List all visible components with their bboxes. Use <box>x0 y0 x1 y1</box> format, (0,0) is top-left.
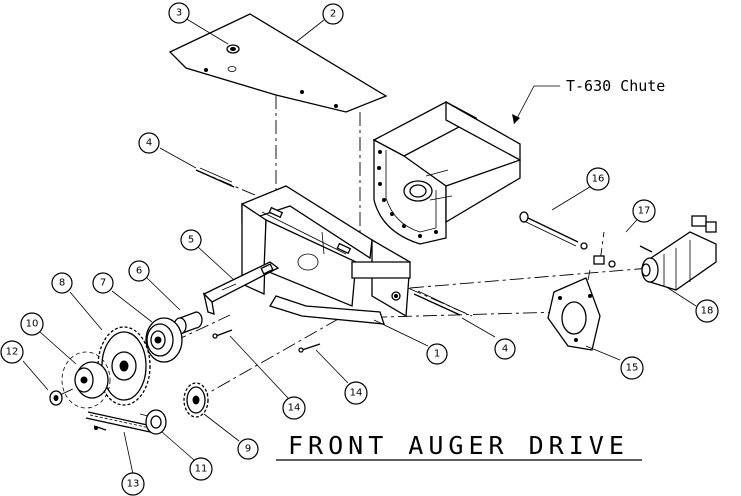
cover-plate <box>168 13 388 113</box>
hydraulic-motor <box>639 215 717 291</box>
balloon-17-label: 17 <box>638 206 651 217</box>
balloon-6: 6 <box>128 260 150 282</box>
adjusting-bolt <box>519 211 588 250</box>
balloon-5: 5 <box>180 229 202 251</box>
balloon-4-lower: 4 <box>494 338 516 360</box>
balloon-6-label: 6 <box>136 266 142 277</box>
balloon-18-label: 18 <box>701 306 714 317</box>
balloon-9-label: 9 <box>245 444 251 455</box>
balloon-14-upper-label: 14 <box>288 403 301 414</box>
auger-frame <box>241 185 411 325</box>
balloon-5-label: 5 <box>188 235 194 246</box>
flange-bearing <box>145 317 183 363</box>
balloon-13-label: 13 <box>127 479 140 490</box>
balloon-10: 10 <box>20 312 44 336</box>
balloon-2-label: 2 <box>330 9 336 20</box>
balloon-13: 13 <box>121 472 145 496</box>
balloon-16: 16 <box>586 167 610 191</box>
balloon-4-lower-label: 4 <box>502 344 508 355</box>
bolt-14-upper <box>212 329 233 339</box>
large-sprocket <box>97 326 151 406</box>
balloon-14-lower: 14 <box>344 381 368 405</box>
motor-mount-plate <box>547 277 601 351</box>
balloon-1: 1 <box>426 343 448 365</box>
balloon-4-upper-label: 4 <box>146 138 152 149</box>
small-sprocket <box>183 382 209 418</box>
drawing-title-text: FRONT AUGER DRIVE <box>288 431 629 460</box>
part-balloons: 3 2 4 16 17 5 6 7 8 10 12 18 1 4 15 14 1… <box>0 2 719 496</box>
balloon-1-label: 1 <box>434 349 440 360</box>
roller-chain <box>85 411 153 433</box>
hydraulic-fitting <box>587 255 616 281</box>
drawing-title: FRONT AUGER DRIVE <box>276 431 642 461</box>
balloon-10-label: 10 <box>26 319 39 330</box>
balloon-8-label: 8 <box>59 278 65 289</box>
small-hub <box>145 409 167 435</box>
bushing <box>173 311 203 335</box>
nut <box>226 44 240 54</box>
balloon-4-upper: 4 <box>138 132 160 154</box>
balloon-8: 8 <box>51 272 73 294</box>
balloon-16-label: 16 <box>592 174 605 185</box>
balloon-11-label: 11 <box>195 464 208 475</box>
balloon-14-upper: 14 <box>282 396 306 420</box>
balloon-15-label: 15 <box>626 363 639 374</box>
balloon-17: 17 <box>632 199 656 223</box>
long-bolt-upper <box>195 167 235 188</box>
chute-bolt-holes <box>377 150 438 238</box>
balloon-7: 7 <box>92 272 114 294</box>
chute-callout-label: T-630 Chute <box>566 77 665 95</box>
balloon-15: 15 <box>620 356 644 380</box>
bolt-14-lower <box>298 343 321 353</box>
balloon-14-lower-label: 14 <box>350 388 363 399</box>
balloon-2: 2 <box>322 3 344 25</box>
taper-hub <box>61 351 111 409</box>
balloon-7-label: 7 <box>100 278 106 289</box>
leader-lines <box>22 17 697 475</box>
balloon-11: 11 <box>189 457 213 481</box>
balloon-12-label: 12 <box>6 347 19 358</box>
chute <box>372 100 521 245</box>
long-bolt-lower <box>413 290 461 316</box>
balloon-12: 12 <box>0 340 24 364</box>
drive-shaft <box>202 261 280 315</box>
balloon-18: 18 <box>695 299 719 323</box>
balloon-3-label: 3 <box>176 8 182 19</box>
chute-callout: T-630 Chute <box>512 77 665 125</box>
washer <box>49 390 63 406</box>
balloon-3: 3 <box>168 2 190 24</box>
balloon-9: 9 <box>237 438 259 460</box>
